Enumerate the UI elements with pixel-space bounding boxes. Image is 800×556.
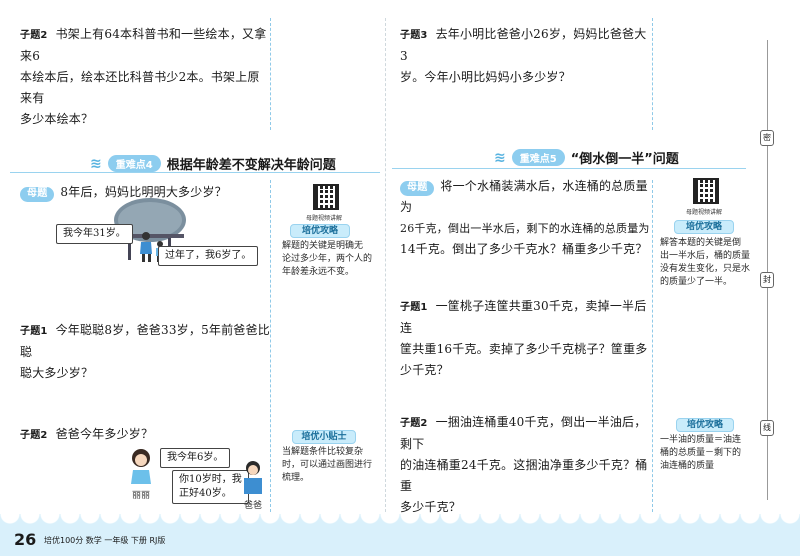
side-tab-seal: 封: [760, 272, 774, 288]
speech-bubble-mom: 我今年31岁。: [56, 224, 133, 244]
divider-right: [652, 18, 653, 130]
speech-bubble-dad: 你10岁时，我 正好40岁。: [172, 470, 249, 504]
seal-line: [767, 40, 768, 500]
sub-question-tag: 子题2: [20, 30, 48, 41]
tip-line: 一半油的质量＝油连: [660, 435, 742, 445]
question-text: 26千克，倒出一半水后，剩下的水连桶的总质量为: [400, 222, 650, 235]
sub-question-tag: 子题2: [400, 418, 428, 429]
tip-header: 培优攻略: [674, 220, 734, 234]
question-text: 去年小明比爸爸小26岁，妈妈比爸爸大3: [400, 27, 647, 63]
question-text: 多少本绘本？: [20, 112, 94, 126]
tip-body: 一半油的质量＝油连 桶的总质量－剩下的 油连桶的质量: [660, 434, 756, 473]
question-text: 一筐桃子连筐共重30千克，卖掉一半后连: [400, 299, 647, 335]
tip-header: 培优攻略: [676, 418, 734, 432]
tip-body: 当解题条件比较复杂 时，可以通过画图进行 梳理。: [282, 446, 382, 485]
name-dad: 爸爸: [244, 501, 263, 511]
side-tab-seal: 密: [760, 130, 774, 146]
dad-illustration: [244, 461, 262, 494]
question-text: 筐共重16千克。卖掉了多少千克桃子？筐重多: [400, 342, 648, 356]
question-text: 爸爸今年多少岁？: [55, 427, 154, 441]
tip-line: 论过多少年，两个人的: [282, 254, 373, 264]
side-tab-seal: 线: [760, 420, 774, 436]
wave-icon: ≋: [494, 149, 506, 166]
girl-lili-illustration: [131, 449, 151, 484]
kp5-pill: 重难点5: [511, 149, 565, 166]
question-text: 少千克？: [400, 363, 449, 377]
sub-question-tag: 子题2: [20, 430, 48, 441]
kp4-title: 根据年龄差不变解决年龄问题: [166, 158, 336, 173]
tip-line: 时，可以通过画图进行: [282, 460, 373, 470]
bubble-line: 正好40岁。: [179, 488, 232, 499]
mother-tag: 母题: [400, 181, 435, 196]
qr-code-icon[interactable]: [693, 178, 719, 204]
kp5-rule: [392, 168, 746, 169]
sub-question-tag: 子题3: [400, 30, 428, 41]
qr-caption: 母题视频讲解: [686, 209, 723, 216]
footer-band: [0, 528, 800, 556]
divider-left: [270, 18, 271, 130]
tip-body: 解题的关键是明确无 论过多少年，两个人的 年龄差永远不变。: [282, 240, 382, 279]
tip-header: 培优攻略: [290, 224, 350, 238]
kp4-heading: ≋ 重难点4 根据年龄差不变解决年龄问题: [90, 154, 336, 173]
divider-center: [385, 18, 386, 512]
wave-icon: ≋: [90, 155, 102, 172]
tip-line: 梳理。: [282, 473, 310, 483]
qr-caption: 母题视频讲解: [306, 215, 343, 222]
tip-line: 的质量少了一半。: [660, 277, 733, 287]
tip-line: 当解题条件比较复杂: [282, 447, 364, 457]
speech-bubble-ming: 过年了，我6岁了。: [158, 246, 259, 266]
question-text: 多少千克？: [400, 500, 462, 514]
page-number: 26: [14, 530, 37, 549]
question-text: 岁。今年小明比妈妈小多少岁？: [400, 70, 571, 84]
kp4-pill: 重难点4: [107, 155, 161, 172]
kp5-title: “倒水倒一半”问题: [570, 152, 679, 167]
name-lili: 丽丽: [132, 491, 151, 501]
kp4-rule: [10, 172, 380, 173]
question-text: 14千克。倒出了多少千克水？桶重多少千克？: [400, 242, 648, 256]
tip-line: 油连桶的质量: [660, 461, 715, 471]
speech-bubble-lili: 我今年6岁。: [160, 448, 231, 468]
book-info: 培优100分 数学 一年级 下册 RJ版: [44, 536, 166, 545]
question-text: 书架上有64本科普书和一些绘本，又拿来6: [20, 27, 267, 63]
question-text: 的油连桶重24千克。这捆油净重多少千克？桶重: [400, 458, 648, 493]
question-text: 8年后，妈妈比明明大多少岁？: [60, 185, 227, 199]
kp5-heading: ≋ 重难点5 “倒水倒一半”问题: [494, 148, 679, 167]
bubble-line: 你10岁时，我: [179, 474, 242, 485]
tip-line: 解题的关键是明确无: [282, 241, 364, 251]
tip-line: 桶的总质量－剩下的: [660, 448, 742, 458]
tip-body: 解答本题的关键是倒 出一半水后，桶的质量 没有发生变化，只是水 的质量少了一半。: [660, 237, 756, 289]
tip-line: 出一半水后，桶的质量: [660, 251, 751, 261]
question-text: 将一个水桶装满水后，水连桶的总质量为: [400, 179, 648, 214]
right-mother-question: 母题将一个水桶装满水后，水连桶的总质量为 26千克，倒出一半水后，剩下的水连桶的…: [400, 176, 652, 260]
left-sub-question-2b: 子题2 爸爸今年多少岁？: [20, 424, 270, 446]
qr-code-icon[interactable]: [313, 184, 339, 210]
divider-right-lower: [652, 180, 653, 512]
sub-question-tag: 子题1: [400, 302, 428, 313]
tip-line: 年龄差永远不变。: [282, 267, 355, 277]
tip-line: 解答本题的关键是倒: [660, 238, 742, 248]
sub-question-tag: 子题1: [20, 326, 48, 337]
mother-tag: 母题: [20, 187, 55, 202]
question-text: 今年聪聪8岁，爸爸33岁，5年前爸爸比聪: [20, 323, 270, 359]
left-mother-question: 母题 8年后，妈妈比明明大多少岁？: [20, 182, 270, 203]
question-text: 本绘本后，绘本还比科普书少2本。书架上原来有: [20, 70, 260, 105]
question-text: 一捆油连桶重40千克，倒出一半油后，剩下: [400, 415, 647, 451]
tip-line: 没有发生变化，只是水: [660, 264, 751, 274]
divider-left-lower: [270, 180, 271, 512]
question-text: 聪大多少岁？: [20, 366, 94, 380]
tip-header: 培优小贴士: [292, 430, 356, 444]
